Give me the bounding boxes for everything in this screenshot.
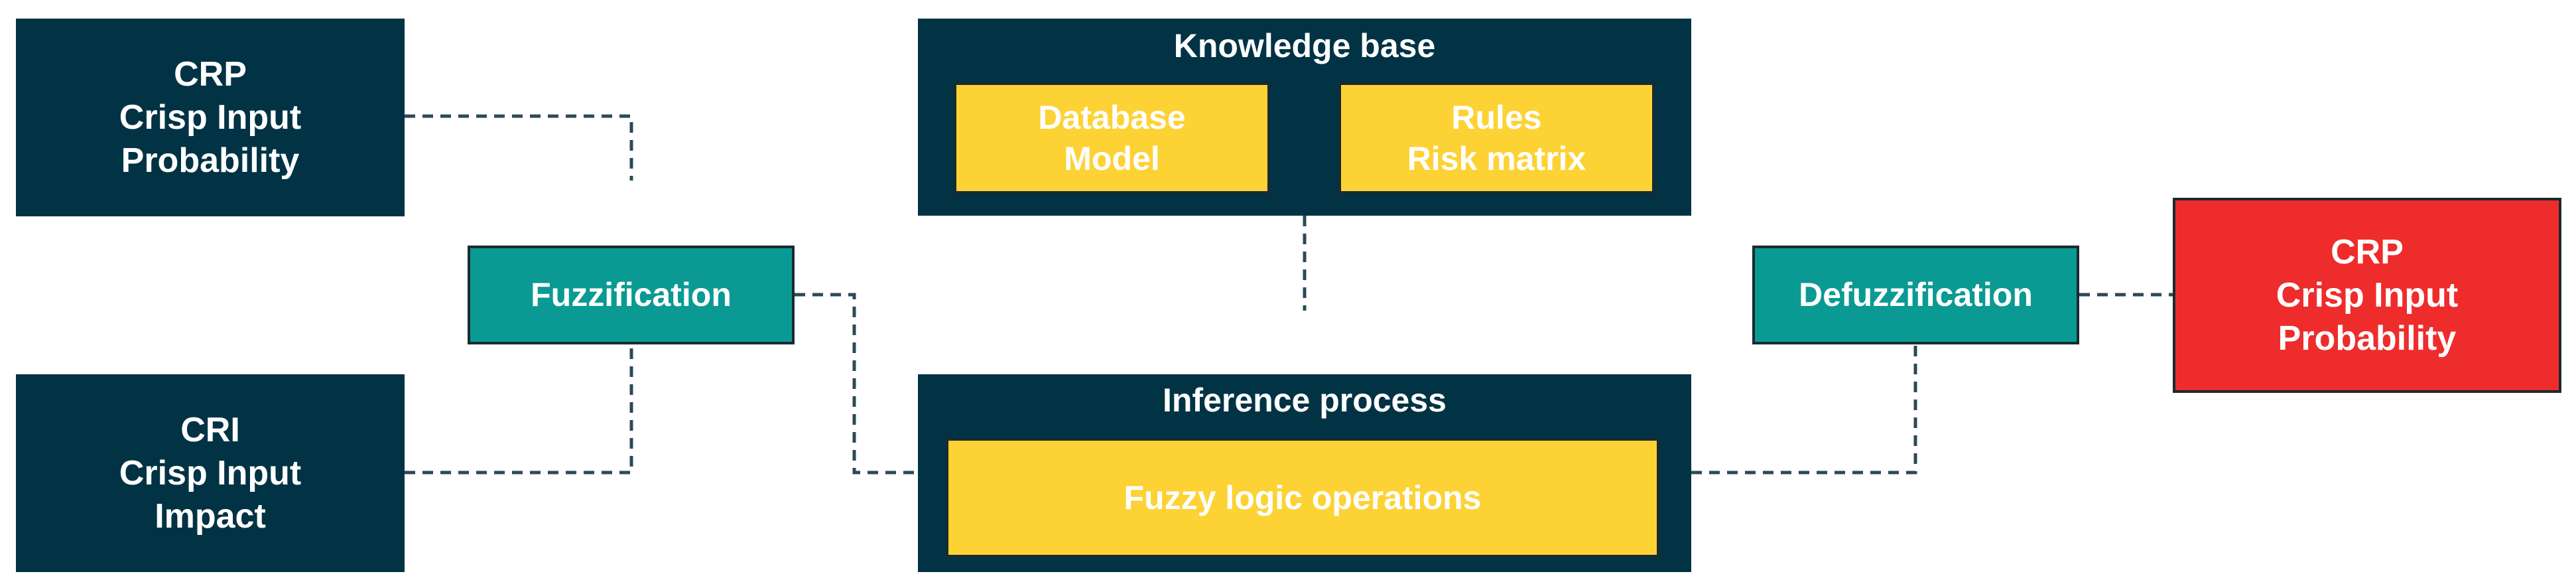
fuzzy-logic-operations-box: Fuzzy logic operations <box>946 438 1659 557</box>
fuzzy-logic-operations-label: Fuzzy logic operations <box>1124 478 1482 516</box>
rules-risk-matrix-box: Rules Risk matrix <box>1338 82 1655 194</box>
knowledge-base-panel: Knowledge base Database Model Rules Risk… <box>918 19 1691 216</box>
inference-process-title: Inference process <box>1163 382 1447 419</box>
defuzzification-label: Defuzzification <box>1799 276 2033 314</box>
connector-fuzzification-to-inference <box>795 293 918 475</box>
fuzzification-box: Fuzzification <box>468 246 795 344</box>
risk-matrix-label: Risk matrix <box>1407 140 1586 177</box>
cri-input-type: Impact <box>155 496 266 536</box>
connector-cri-to-fuzzification <box>405 345 633 475</box>
database-model-box: Database Model <box>954 82 1270 194</box>
cri-input-subtitle: Crisp Input <box>119 453 302 492</box>
connector-inference-to-defuzzification <box>1691 345 1917 475</box>
defuzzification-box: Defuzzification <box>1752 246 2079 344</box>
crp-output-subtitle: Crisp Input <box>2276 275 2459 315</box>
crp-input-type: Probability <box>121 141 300 180</box>
model-label: Model <box>1064 140 1160 177</box>
cri-input-box: CRI Crisp Input Impact <box>16 374 405 572</box>
cri-input-title: CRI <box>180 410 240 449</box>
crp-output-box: CRP Crisp Input Probability <box>2173 198 2561 393</box>
crp-input-title: CRP <box>174 54 247 94</box>
fuzzification-label: Fuzzification <box>531 276 732 314</box>
crp-output-title: CRP <box>2331 232 2404 271</box>
crp-input-subtitle: Crisp Input <box>119 98 302 137</box>
knowledge-base-title: Knowledge base <box>1173 27 1436 64</box>
connector-crp-to-fuzzification <box>405 114 633 181</box>
database-label: Database <box>1038 98 1186 136</box>
crp-output-type: Probability <box>2278 319 2457 358</box>
inference-process-panel: Inference process Fuzzy logic operations <box>918 374 1691 572</box>
rules-label: Rules <box>1451 98 1542 136</box>
crp-input-box: CRP Crisp Input Probability <box>16 19 405 216</box>
